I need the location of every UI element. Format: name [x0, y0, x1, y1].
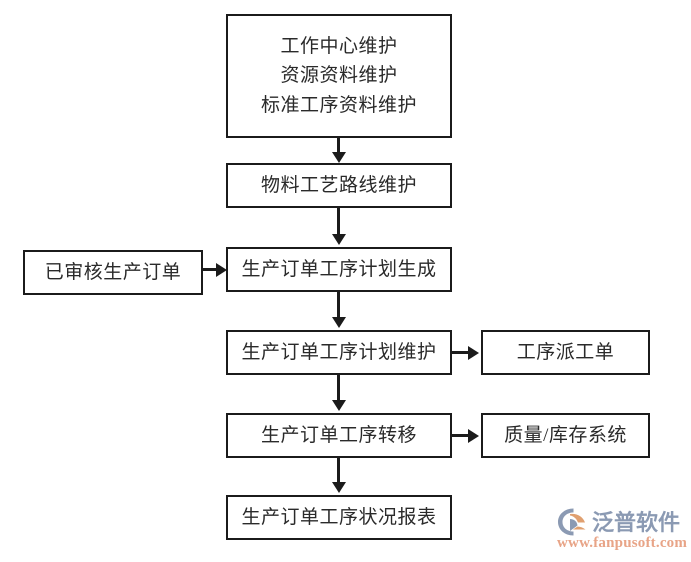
node-operation-status-report[interactable]: 生产订单工序状况报表: [226, 495, 452, 540]
node-operation-transfer[interactable]: 生产订单工序转移: [226, 413, 452, 458]
node-material-routing[interactable]: 物料工艺路线维护: [226, 163, 452, 208]
arrow-down-icon: [332, 482, 346, 493]
arrow-down-icon: [332, 400, 346, 411]
connector-line: [337, 292, 340, 319]
arrow-right-icon: [468, 346, 479, 360]
connector-line: [337, 458, 340, 484]
node-quality-inventory-system[interactable]: 质量/库存系统: [481, 413, 650, 458]
fanpu-logo-icon: [558, 508, 586, 536]
node-operation-status-report-label: 生产订单工序状况报表: [241, 506, 437, 528]
arrow-right-icon: [216, 263, 227, 277]
connector-line: [452, 434, 470, 437]
connector-line: [337, 138, 340, 154]
node-basic-data-line-1: 工作中心维护: [280, 35, 398, 57]
node-operation-plan-maintenance-label: 生产订单工序计划维护: [241, 341, 437, 363]
node-basic-data[interactable]: 工作中心维护 资源资料维护 标准工序资料维护: [226, 14, 452, 138]
arrow-down-icon: [332, 234, 346, 245]
node-operation-transfer-label: 生产订单工序转移: [260, 424, 417, 446]
arrow-down-icon: [332, 317, 346, 328]
node-quality-inventory-system-label: 质量/库存系统: [504, 424, 627, 446]
node-approved-production-order[interactable]: 已审核生产订单: [23, 250, 203, 295]
node-approved-production-order-label: 已审核生产订单: [44, 261, 182, 283]
arrow-right-icon: [468, 429, 479, 443]
node-operation-plan-generation[interactable]: 生产订单工序计划生成: [226, 247, 452, 292]
connector-line: [203, 268, 219, 271]
node-operation-plan-maintenance[interactable]: 生产订单工序计划维护: [226, 330, 452, 375]
connector-line: [452, 351, 470, 354]
node-operation-dispatch-order[interactable]: 工序派工单: [481, 330, 650, 375]
watermark: 泛普软件 www.fanpusoft.com: [556, 505, 688, 555]
node-operation-dispatch-order-label: 工序派工单: [516, 341, 615, 363]
watermark-brand-text: 泛普软件: [592, 511, 681, 536]
connector-line: [337, 375, 340, 402]
connector-line: [337, 208, 340, 236]
watermark-url-text: www.fanpusoft.com: [557, 535, 688, 551]
node-basic-data-line-2: 资源资料维护: [280, 65, 398, 87]
arrow-down-icon: [332, 152, 346, 163]
node-material-routing-label: 物料工艺路线维护: [260, 174, 417, 196]
node-operation-plan-generation-label: 生产订单工序计划生成: [241, 258, 437, 280]
node-basic-data-line-3: 标准工序资料维护: [260, 94, 417, 116]
